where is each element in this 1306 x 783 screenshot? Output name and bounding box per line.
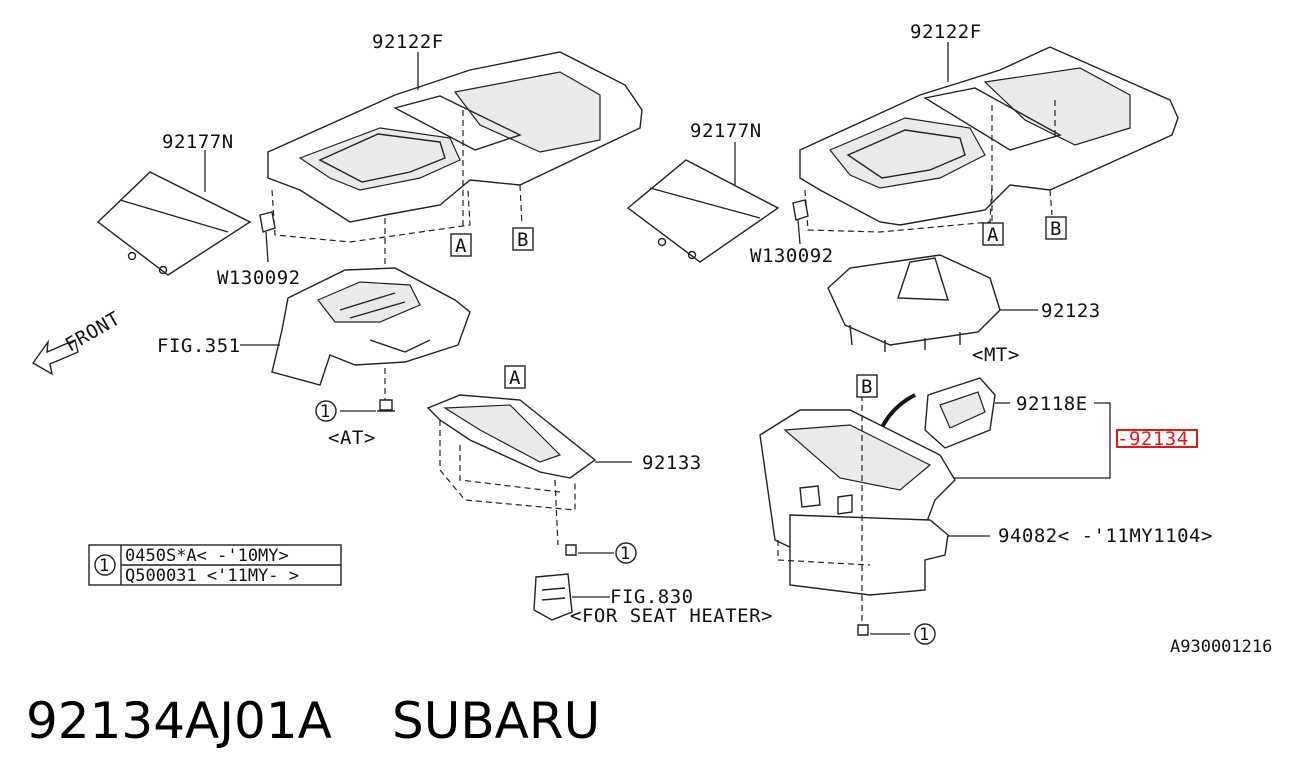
center-screw <box>565 544 614 556</box>
marker-a-center: A <box>504 365 526 389</box>
marker-b-right: B <box>1045 216 1067 240</box>
footer-brand: SUBARU <box>392 692 600 750</box>
svg-text:A: A <box>509 367 521 389</box>
circle-one-center: 1 <box>615 542 637 564</box>
right-clip <box>792 199 809 245</box>
svg-text:A: A <box>987 224 999 246</box>
label-fig830: FIG.830 <box>610 586 694 608</box>
center-tray <box>426 394 632 546</box>
diagram-reference-code: A930001216 <box>1170 637 1272 657</box>
legend-row-2: Q500031 <'11MY- > <box>125 566 299 586</box>
right-console-cover <box>799 42 1179 233</box>
label-front: FRONT <box>62 307 125 356</box>
label-92123: 92123 <box>1041 300 1101 322</box>
label-w130092-left: W130092 <box>217 267 301 289</box>
svg-text:1: 1 <box>620 544 630 564</box>
highlighted-part-92134[interactable]: -92134 <box>1116 428 1198 450</box>
label-seat-heater: <FOR SEAT HEATER> <box>570 605 773 627</box>
label-92122f-right: 92122F <box>910 21 982 43</box>
right-screw <box>857 624 910 636</box>
label-92118e: 92118E <box>1016 393 1088 415</box>
shifter-panel <box>759 395 990 625</box>
label-92177n-left: 92177N <box>162 131 234 153</box>
left-screw <box>340 399 395 412</box>
left-shifter-bezel <box>240 267 471 386</box>
legend-key: 1 <box>99 556 109 576</box>
legend-row-1: 0450S*A< -'10MY> <box>125 546 289 566</box>
circle-one-left: 1 <box>315 400 337 422</box>
left-clip <box>259 211 276 263</box>
cup-holder-insert <box>873 377 1111 479</box>
legend-table: 1 0450S*A< -'10MY> Q500031 <'11MY- > <box>88 544 342 586</box>
label-mt: <MT> <box>972 344 1020 366</box>
svg-text:B: B <box>1050 218 1062 240</box>
left-console-cover <box>267 51 643 400</box>
right-side-cover <box>626 142 780 263</box>
label-94082: 94082< -'11MY1104> <box>998 525 1213 547</box>
left-side-cover <box>96 150 252 276</box>
front-arrow-icon: FRONT <box>31 307 125 376</box>
svg-text:B: B <box>861 376 873 398</box>
seat-heater-switch <box>533 573 610 621</box>
label-fig351: FIG.351 <box>157 335 241 357</box>
marker-a-left: A <box>450 233 472 257</box>
label-92122f-left: 92122F <box>372 31 444 53</box>
circle-one-right: 1 <box>914 623 936 645</box>
svg-text:1: 1 <box>919 625 929 645</box>
label-92177n-right: 92177N <box>690 120 762 142</box>
marker-a-right: A <box>982 222 1004 246</box>
marker-b-lower: B <box>856 374 878 398</box>
shift-boot <box>827 254 1038 352</box>
footer-part-number: 92134AJ01A <box>26 692 332 750</box>
marker-b-left: B <box>512 227 534 251</box>
svg-text:A: A <box>455 235 467 257</box>
label-92133: 92133 <box>642 452 702 474</box>
label-at: <AT> <box>328 427 376 449</box>
svg-text:B: B <box>517 229 529 251</box>
label-92134[interactable]: -92134 <box>1117 428 1189 450</box>
svg-text:1: 1 <box>320 402 330 422</box>
label-w130092-right: W130092 <box>750 245 834 267</box>
